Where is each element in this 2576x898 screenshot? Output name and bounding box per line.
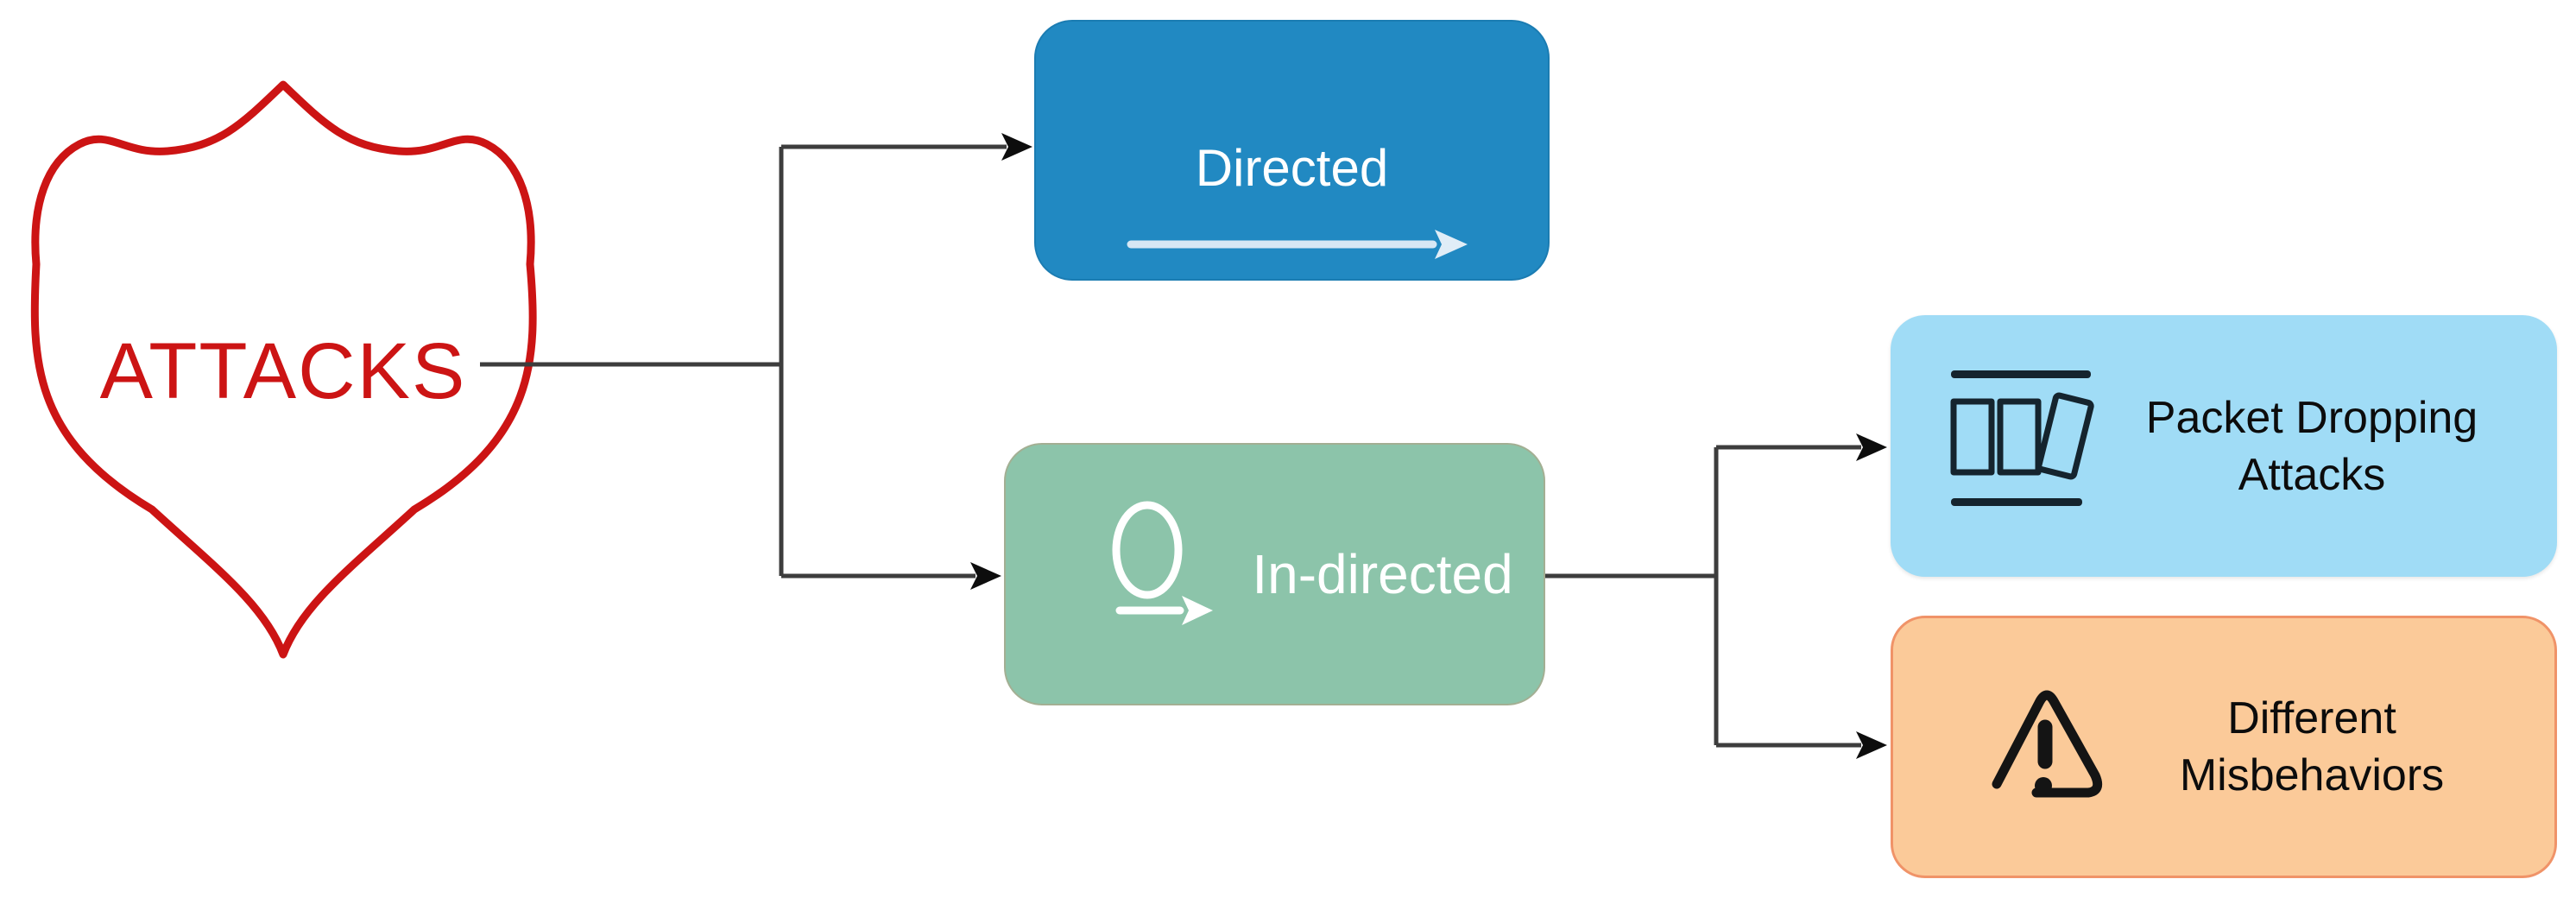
misbehaviors-line2: Misbehaviors — [2179, 750, 2445, 800]
node-misbehaviors: Different Misbehaviors — [1891, 616, 2557, 878]
indirected-label: In-directed — [1252, 543, 1513, 605]
directed-label: Directed — [1195, 139, 1389, 197]
arrowhead-directed — [1001, 133, 1032, 161]
packet-dropping-line2: Attacks — [2238, 449, 2386, 500]
node-packet-dropping: Packet Dropping Attacks — [1891, 315, 2557, 577]
arrowhead-misbehaviors — [1856, 731, 1887, 759]
node-directed: Directed — [1034, 20, 1550, 281]
misbehaviors-label: Different Misbehaviors — [2092, 618, 2532, 876]
loop-arrow-icon — [1112, 501, 1213, 625]
attacks-root-label: ATTACKS — [99, 327, 467, 415]
warning-icon — [1992, 690, 2103, 798]
packet-dropping-label: Packet Dropping Attacks — [2089, 315, 2535, 577]
packet-drop-icon — [1950, 370, 2094, 506]
shield-icon — [30, 80, 537, 659]
arrowhead-indirected — [970, 562, 1001, 590]
arrowhead-packet-dropping — [1856, 433, 1887, 461]
right-arrow-icon — [1127, 230, 1468, 259]
shield-outline — [30, 80, 537, 659]
misbehaviors-line1: Different — [2227, 693, 2396, 743]
packet-dropping-line1: Packet Dropping — [2145, 392, 2478, 443]
node-indirected: In-directed — [1004, 443, 1545, 705]
